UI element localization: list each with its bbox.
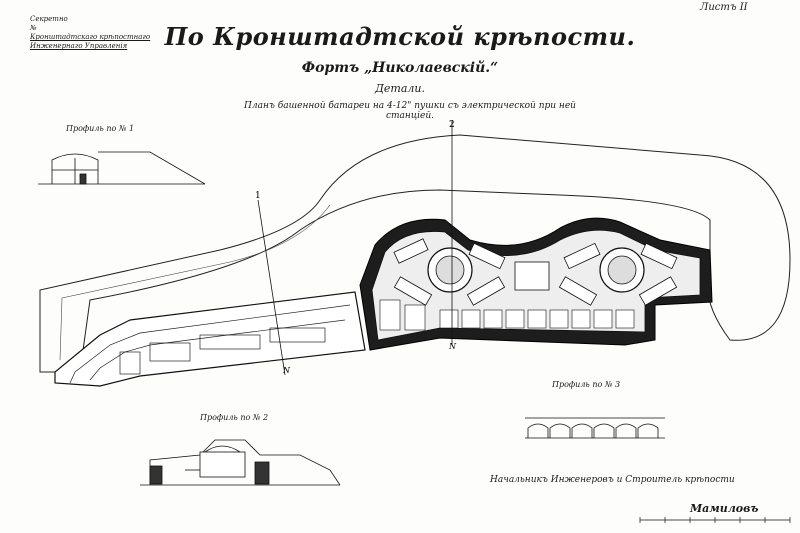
profile-1-drawing bbox=[38, 151, 206, 185]
profile-2-drawing bbox=[140, 439, 341, 486]
secret-stamp-line4: Инженернаго Управленiя bbox=[30, 42, 128, 50]
inner-contour bbox=[59, 204, 331, 361]
section-line-1 bbox=[257, 199, 286, 376]
section-mark-1: 1 bbox=[255, 191, 261, 201]
secret-stamp-line2: № bbox=[30, 24, 37, 32]
gallery-wing bbox=[54, 291, 366, 387]
secret-stamp-line3: Кронштадтскаго крѣпостнаго bbox=[30, 33, 151, 41]
profile-3-label: Профиль по № 3 bbox=[552, 380, 621, 389]
profile-1-label: Профиль по № 1 bbox=[66, 124, 135, 133]
chief-engineer-caption: Начальникъ Инженеровъ и Строитель крѣпос… bbox=[490, 475, 735, 485]
details-label: Детали. bbox=[374, 82, 426, 95]
secret-stamp: Секретно № Кронштадтскаго крѣпостнаго Ин… bbox=[30, 15, 150, 51]
profile-3-drawing bbox=[525, 417, 665, 439]
section-mark-2: 2 bbox=[449, 120, 455, 130]
sheet-number: Листъ II bbox=[700, 2, 748, 13]
plan-caption: Планъ башенной батареи на 4-12" пушки съ… bbox=[244, 101, 576, 121]
signature: Мамиловъ bbox=[690, 502, 759, 515]
page-title: По Кронштадтской крѣпости. bbox=[164, 22, 636, 51]
north-mark-1: N bbox=[282, 366, 291, 375]
profile-2-label: Профиль по № 2 bbox=[200, 413, 269, 422]
north-mark-2: N bbox=[448, 342, 457, 351]
scale-bar bbox=[639, 517, 791, 523]
secret-stamp-line1: Секретно bbox=[30, 15, 68, 23]
outer-contour bbox=[39, 134, 791, 373]
fort-subtitle: Фортъ „Николаевскiй.“ bbox=[301, 60, 499, 76]
